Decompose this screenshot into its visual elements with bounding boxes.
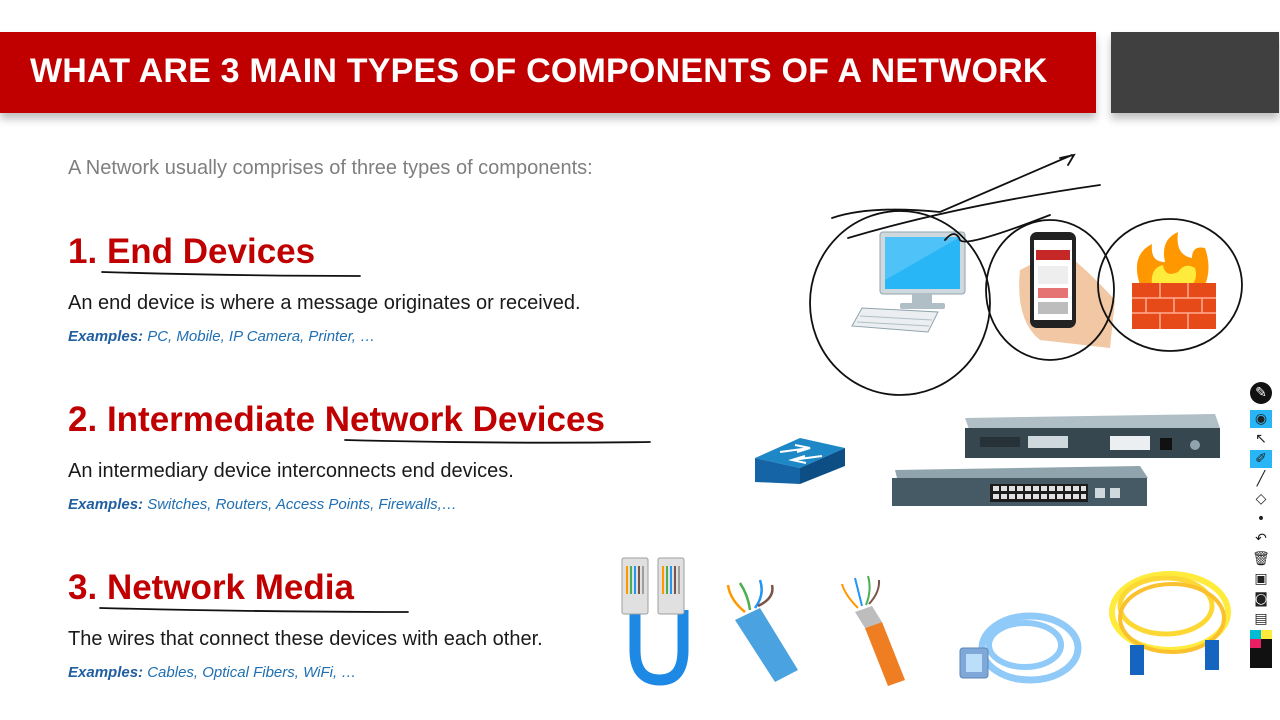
section-1-examples-label: Examples: [68, 328, 144, 345]
clipboard-icon[interactable]: ▤ [1254, 611, 1268, 627]
pen-logo-icon[interactable]: ✎ [1250, 382, 1272, 404]
cursor-icon[interactable]: ↖ [1255, 431, 1267, 447]
camera-icon[interactable]: ◙ [1254, 591, 1268, 607]
section-1-heading: 1. End Devices [68, 232, 315, 272]
section-1-examples: Examples: PC, Mobile, IP Camera, Printer… [68, 328, 375, 345]
slide-title: WHAT ARE 3 MAIN TYPES OF COMPONENTS OF A… [30, 52, 1048, 90]
network-switch-icon [892, 466, 1148, 506]
title-bar [0, 32, 1096, 113]
screen-icon[interactable]: ▣ [1254, 571, 1268, 587]
section-3-number: 3. [68, 568, 98, 607]
section-3-description: The wires that connect these devices wit… [68, 628, 543, 650]
pen-icon[interactable]: ╱ [1256, 471, 1266, 487]
section-1-description: An end device is where a message origina… [68, 292, 581, 314]
console-cable-icon [959, 612, 1082, 684]
section-3-title: Network Media [106, 568, 354, 607]
annotation-toolbar: ✎ ◉ ↖ ✐ ╱ ◇ • ↶ 🗑 ▣ ◙ ▤ [1248, 380, 1274, 670]
dot-icon[interactable]: • [1256, 511, 1266, 527]
section-1-title: End Devices [106, 232, 316, 271]
mobile-phone-icon [1019, 232, 1115, 348]
section-3-examples-text: Cables, Optical Fibers, WiFi, … [147, 664, 357, 681]
switch-icon [755, 438, 845, 484]
section-2-examples: Examples: Switches, Routers, Access Poin… [68, 496, 457, 513]
section-3-heading: 3. Network Media [68, 568, 354, 608]
patch-cable-icon [621, 557, 689, 686]
section-1-number: 1. [68, 232, 98, 271]
section-2-examples-label: Examples: [68, 496, 144, 513]
section-2-number: 2. [68, 400, 98, 439]
color-swatches [1250, 630, 1272, 668]
firewall-icon [1132, 232, 1216, 329]
section-3-examples-label: Examples: [68, 664, 144, 681]
section-2-heading: 2. Intermediate Network Devices [68, 400, 605, 440]
intro-text: A Network usually comprises of three typ… [68, 157, 593, 179]
router-icon [965, 414, 1220, 458]
section-3-examples: Examples: Cables, Optical Fibers, WiFi, … [68, 664, 356, 681]
pc-icon [851, 231, 966, 333]
fiber-cable-icon [1109, 571, 1231, 675]
section-2-examples-text: Switches, Routers, Access Points, Firewa… [147, 496, 457, 513]
shielded-cable-icon [841, 575, 905, 686]
color-palette-icon[interactable] [1250, 630, 1272, 668]
undo-icon[interactable]: ↶ [1255, 531, 1267, 547]
section-2-title: Intermediate Network Devices [106, 400, 605, 439]
section-1-examples-text: PC, Mobile, IP Camera, Printer, … [147, 328, 376, 345]
utp-cable-icon [726, 579, 798, 682]
trash-icon[interactable]: 🗑 [1252, 551, 1270, 567]
title-side-block [1111, 32, 1279, 113]
section-2-description: An intermediary device interconnects end… [68, 460, 514, 482]
highlighter-icon[interactable]: ✐ [1250, 450, 1272, 468]
eye-icon[interactable]: ◉ [1250, 410, 1272, 428]
eraser-icon[interactable]: ◇ [1255, 491, 1267, 507]
